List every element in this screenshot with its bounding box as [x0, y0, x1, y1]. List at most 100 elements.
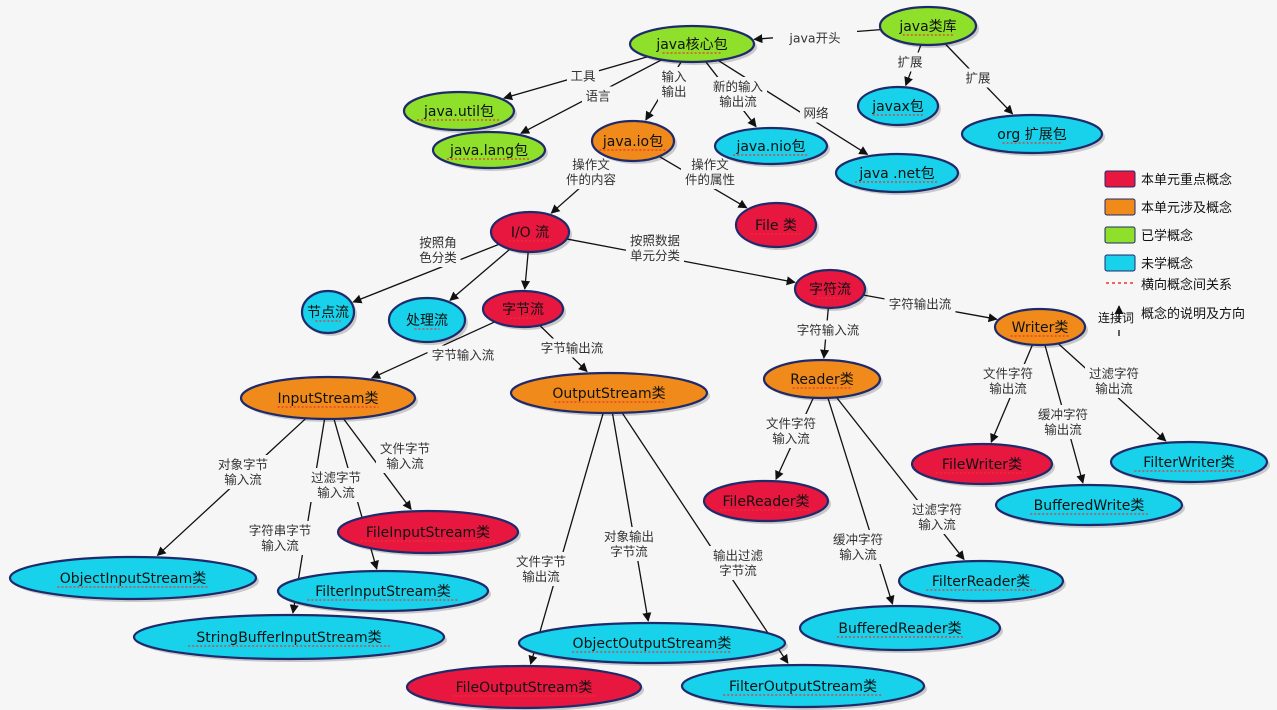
edge-label-javalib-javax: 扩展	[894, 52, 926, 72]
node-iostream: I/O 流	[489, 210, 572, 255]
node-label: java类库	[898, 19, 956, 35]
node-label: FileOutputStream类	[456, 680, 593, 696]
edge-label-bg	[244, 521, 316, 555]
node-ellipse	[509, 371, 709, 415]
node-ellipse	[387, 296, 467, 344]
edge-label-io-file: 操作文件的属性	[681, 155, 739, 189]
legend-swatch-involved	[1104, 198, 1136, 216]
node-ellipse	[628, 24, 756, 64]
node-charstream: 字符流	[793, 268, 868, 311]
node-reader: Reader类	[762, 358, 883, 401]
node-ellipse	[517, 621, 787, 665]
node-filterreader: FilterReader类	[897, 559, 1066, 604]
legend-swatch-learned	[1104, 226, 1136, 244]
node-label: ObjectOutputStream类	[573, 636, 732, 652]
edge-label-inputstream-sbinputstream: 字符串字节输入流	[244, 521, 316, 555]
edge-label-text: 字符输出流	[889, 297, 952, 312]
edge-label-javacore-io: 输入输出	[658, 67, 690, 101]
node-util: java.util包	[402, 90, 517, 133]
edge-label-bg	[307, 468, 365, 502]
edge-iostream-proc	[449, 248, 511, 301]
edge-label-bg	[829, 530, 887, 564]
node-label: InputStream类	[278, 391, 379, 407]
node-proc: 处理流	[387, 296, 468, 345]
node-javacore: java核心包	[628, 24, 757, 65]
edge-label-text: 对象输出字节流	[604, 529, 654, 559]
edge-iostream-node	[352, 243, 500, 304]
edge-outputstream-objectoutputstream	[611, 412, 652, 622]
edge-label-bytestream-outputstream: 字节输出流	[536, 338, 608, 358]
edge-label-bg	[762, 414, 820, 448]
edge-label-javalib-javacore: java开头	[773, 28, 857, 48]
node-ellipse	[798, 604, 1002, 652]
legend-item-unlearned: 未学概念	[1104, 254, 1193, 272]
edge-label-bytestream-inputstream: 字节输入流	[427, 345, 499, 365]
node-ellipse	[960, 113, 1104, 155]
node-label: FilterReader类	[932, 574, 1030, 590]
edge-label-text: 对象字节输入流	[218, 457, 268, 487]
legend-label-learned: 已学概念	[1141, 228, 1193, 244]
edge-label-bg	[582, 86, 614, 106]
edge-label-bg	[800, 103, 832, 123]
edge-reader-bufferedreader	[827, 397, 895, 605]
edge-label-text: 文件字符输出流	[983, 366, 1033, 396]
edge-label-bg	[626, 231, 684, 265]
node-bufferedwrite: BufferedWrite类	[994, 483, 1185, 528]
edge-label-text: 输出过滤字节流	[713, 548, 764, 578]
edge-label-outputstream-filteroutputstream: 输出过滤字节流	[709, 546, 767, 580]
edge-label-text: 文件字符输入流	[766, 416, 816, 446]
edge-label-writer-filewriter: 文件字符输出流	[979, 364, 1037, 398]
node-filteroutputstream: FilterOutputStream类	[680, 663, 927, 710]
edge-label-text: 字符串字节输入流	[249, 523, 312, 553]
node-filereader: FileReader类	[702, 479, 831, 524]
node-label: FilterWriter类	[1143, 455, 1234, 471]
legend-item-relation: 横向概念间关系	[1106, 277, 1232, 293]
node-label: FilterOutputStream类	[729, 679, 877, 695]
edge-label-bg	[709, 77, 767, 111]
node-label: I/O 流	[511, 225, 549, 241]
node-ellipse	[8, 555, 258, 601]
edge-label-text: 语言	[585, 89, 610, 104]
node-label: 节点流	[307, 305, 349, 321]
edge-javacore-net	[717, 59, 869, 155]
edge-label-bg	[427, 345, 499, 365]
edge-label-bg	[562, 155, 620, 189]
edge-label-text: 过滤字节输入流	[311, 470, 361, 500]
edge-label-bg	[658, 67, 690, 101]
node-ellipse	[897, 559, 1065, 603]
node-filterinputstream: FilterInputStream类	[276, 569, 491, 614]
node-writer: Writer类	[993, 307, 1088, 348]
edge-label-iostream-charstream: 按照数据单元分类	[626, 231, 684, 265]
edge-label-text: 按照数据单元分类	[630, 233, 681, 263]
node-label: javax包	[871, 99, 924, 115]
edge-label-bg	[908, 500, 966, 534]
node-label: FileInputStream类	[366, 525, 490, 541]
edge-label-bg	[792, 320, 864, 340]
node-lang: java.lang包	[431, 130, 548, 171]
node-io: java.io包	[590, 119, 677, 164]
node-ellipse	[239, 375, 417, 421]
edge-label-javacore-net: 网络	[800, 103, 832, 123]
edge-label-outputstream-objectoutputstream: 对象输出字节流	[600, 527, 658, 561]
legend-label-involved: 本单元涉及概念	[1141, 200, 1232, 216]
node-ellipse	[1109, 440, 1269, 484]
node-file: File 类	[734, 201, 819, 250]
edge-label-text: 工具	[570, 69, 596, 84]
node-ellipse	[590, 119, 676, 163]
node-ellipse	[300, 289, 356, 335]
node-javalib: java类库	[878, 5, 979, 48]
legend-swatch-key	[1104, 170, 1136, 188]
legend: 本单元重点概念 本单元涉及概念 已学概念 未学概念 横向概念间关系 连接词 概念…	[1098, 170, 1245, 336]
edge-label-bg	[894, 52, 926, 72]
node-label: java .net包	[858, 166, 934, 182]
node-label: Reader类	[790, 372, 854, 388]
node-ellipse	[702, 479, 830, 523]
node-label: BufferedReader类	[838, 621, 961, 637]
edge-label-bg	[600, 527, 658, 561]
edge-label-bg	[214, 455, 272, 489]
node-label: FileWriter类	[942, 457, 1022, 473]
edge-label-text: 文件字节输入流	[380, 441, 430, 471]
node-nio: java.nio包	[713, 126, 830, 167]
